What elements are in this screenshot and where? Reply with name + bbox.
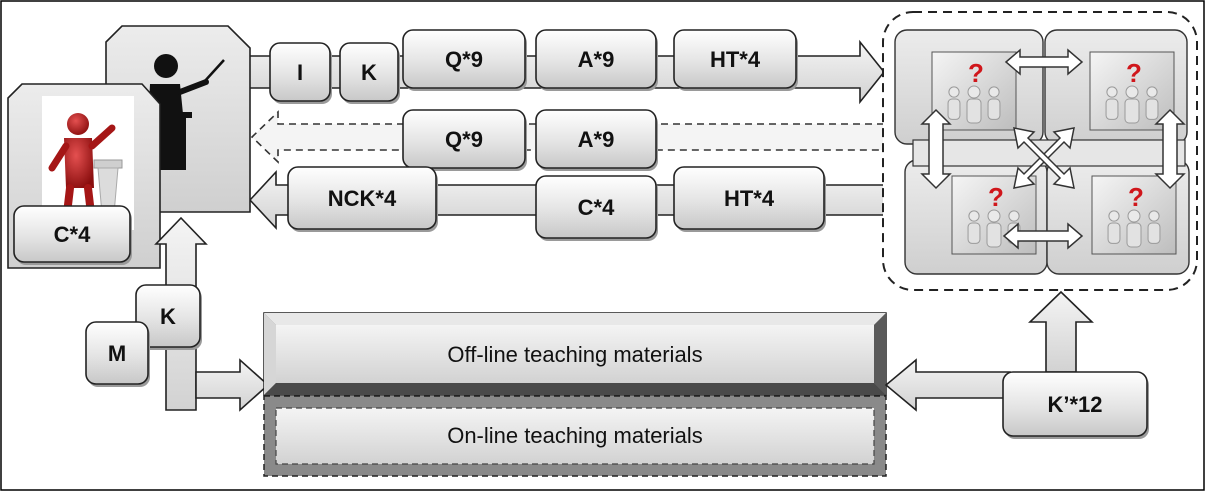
group-exchange-arrows <box>920 48 1186 250</box>
knowledge-to-materials-arrow <box>884 358 1011 412</box>
people-icon <box>967 209 1021 248</box>
middle-box-a9: A*9 <box>535 109 658 171</box>
question-mark-icon: ? <box>988 182 1004 212</box>
teacher-icon <box>148 54 225 170</box>
k-to-materials-arrow <box>195 358 270 412</box>
question-mark-icon: ? <box>1128 182 1144 212</box>
middle-box-q9-label: Q*9 <box>445 127 483 152</box>
top-box-a9-label: A*9 <box>578 47 615 72</box>
top-box-q9-label: Q*9 <box>445 47 483 72</box>
group-picture-3: ? <box>951 175 1037 255</box>
bottom-box-nck4: NCK*4 <box>287 166 438 232</box>
middle-box-a9-label: A*9 <box>578 127 615 152</box>
box-k: K <box>135 284 202 350</box>
top-box-q9: Q*9 <box>402 29 527 91</box>
question-mark-icon: ? <box>968 58 984 88</box>
offline-materials-bar <box>263 312 887 396</box>
offline-materials-label: Off-line teaching materials <box>447 342 702 367</box>
speaker-icon <box>48 113 123 226</box>
group-picture-1: ? <box>931 51 1017 131</box>
group-picture-2: ? <box>1089 51 1175 131</box>
top-box-a9: A*9 <box>535 29 658 91</box>
top-box-k-label: K <box>361 60 377 85</box>
presenter-box-c4: C*4 <box>13 205 132 265</box>
box-knowledge-k12-label: K’*12 <box>1047 392 1102 417</box>
bottom-box-c4-label: C*4 <box>578 195 615 220</box>
online-materials-bar <box>263 395 887 477</box>
people-icon <box>947 85 1001 124</box>
question-mark-icon: ? <box>1126 58 1142 88</box>
middle-box-q9: Q*9 <box>402 109 527 171</box>
bottom-box-c4: C*4 <box>535 175 658 241</box>
people-icon <box>1105 85 1159 124</box>
top-box-ht4: HT*4 <box>673 29 798 91</box>
top-box-ht4-label: HT*4 <box>710 47 761 72</box>
people-icon <box>1107 209 1161 248</box>
online-materials-label: On-line teaching materials <box>447 423 703 448</box>
bottom-box-ht4: HT*4 <box>673 166 826 232</box>
bottom-box-ht4-label: HT*4 <box>724 186 775 211</box>
top-box-i: I <box>269 42 332 104</box>
top-box-k: K <box>339 42 400 104</box>
box-m: M <box>85 321 150 387</box>
knowledge-to-groups-arrow <box>1028 290 1094 373</box>
box-knowledge-k12: K’*12 <box>1002 371 1149 439</box>
box-m-label: M <box>108 341 126 366</box>
top-box-i-label: I <box>297 60 303 85</box>
group-discussion-area: ???? <box>882 11 1198 291</box>
box-k-label: K <box>160 304 176 329</box>
group-picture-4: ? <box>1091 175 1177 255</box>
presenter-box-c4-label: C*4 <box>54 222 91 247</box>
bottom-box-nck4-label: NCK*4 <box>328 186 397 211</box>
